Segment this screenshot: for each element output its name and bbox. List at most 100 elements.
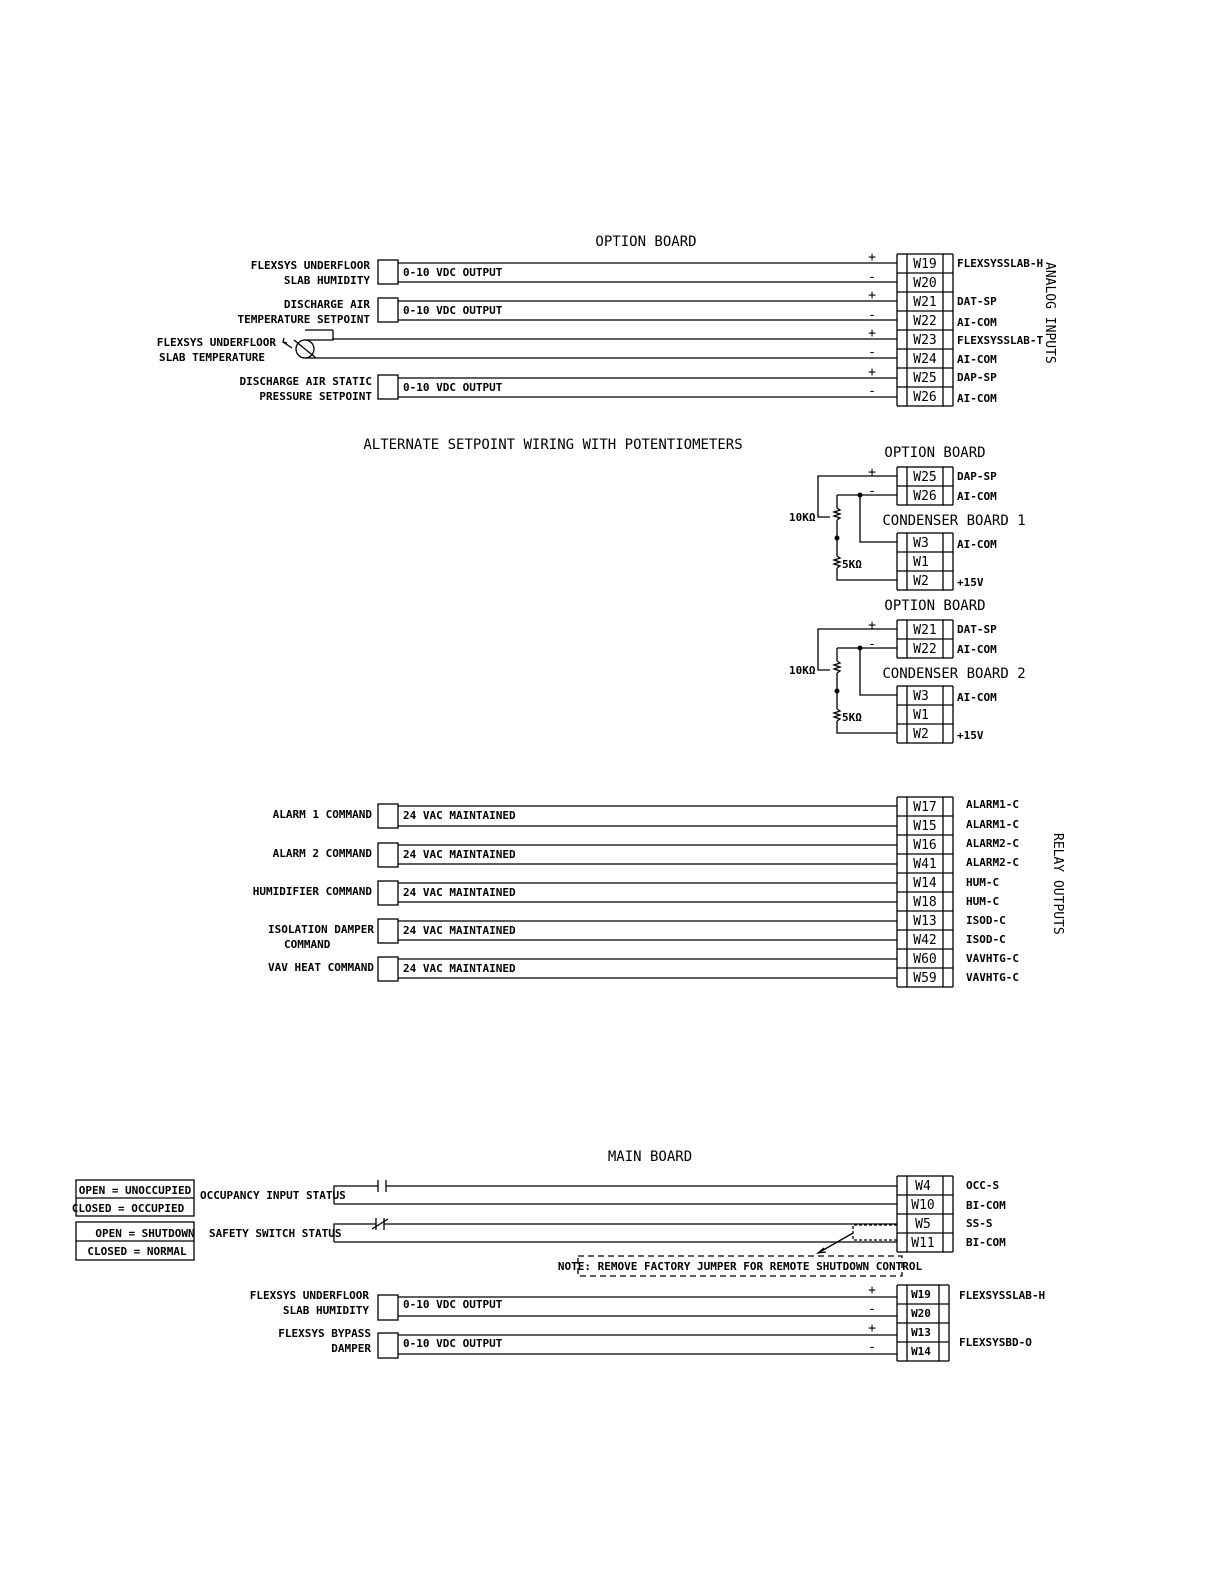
terminal-label: W4 [915, 1179, 931, 1194]
polarity-mark: - [868, 1340, 876, 1355]
condenser-board-title: CONDENSER BOARD 1 [882, 513, 1025, 529]
wire [305, 338, 897, 341]
signal-label: +15V [957, 576, 984, 589]
analog-inputs-side-label: ANALOG INPUTS [1042, 262, 1057, 364]
output-label: 0-10 VDC OUTPUT [403, 266, 503, 279]
alternate-setpoint-section: ALTERNATE SETPOINT WIRING WITH POTENTIOM… [363, 437, 1026, 744]
alternate-title: ALTERNATE SETPOINT WIRING WITH POTENTIOM… [363, 437, 742, 453]
polarity-mark: + [868, 465, 876, 480]
device-terminal-box [377, 297, 399, 323]
signal-label: ALARM2-C [966, 837, 1019, 850]
relay-outputs-side-label: RELAY OUTPUTS [1050, 833, 1065, 935]
terminal-block-alt1 [896, 466, 954, 506]
terminal-label: W21 [913, 623, 936, 638]
polarity-mark: - [868, 637, 876, 652]
terminal-label: W25 [913, 470, 936, 485]
terminal-label: W1 [913, 555, 929, 570]
signal-label: AI-COM [957, 538, 997, 551]
factory-jumper [815, 1224, 897, 1254]
polarity-mark: - [868, 270, 876, 285]
terminal-block-alt2 [896, 619, 954, 659]
terminal-label: W18 [913, 895, 936, 910]
signal-label: DAP-SP [957, 470, 997, 483]
terminal-label: W24 [913, 352, 937, 367]
input-label: OCCUPANCY INPUT STATUS [200, 1189, 346, 1202]
device-label: PRESSURE SETPOINT [259, 390, 372, 403]
signal-label: FLEXSYSSLAB-H [959, 1289, 1045, 1302]
terminal-label: W20 [911, 1307, 931, 1320]
terminal-label: W22 [913, 314, 936, 329]
polarity-mark: - [868, 345, 876, 360]
device-terminal-box [377, 1294, 399, 1321]
legend-open: OPEN = UNOCCUPIED [79, 1184, 192, 1197]
potentiometer-wiring-2 [817, 628, 897, 734]
wire [333, 1223, 376, 1242]
legend-closed: CLOSED = NORMAL [87, 1245, 187, 1258]
signal-label: FLEXSYSSLAB-T [957, 334, 1043, 347]
terminal-label: W41 [913, 857, 936, 872]
condenser-board-title: CONDENSER BOARD 2 [882, 666, 1025, 682]
device-label: DAMPER [331, 1342, 371, 1355]
terminal-block-main-2 [896, 1284, 950, 1362]
terminal-label: W14 [913, 876, 937, 891]
terminal-label: W25 [913, 371, 936, 386]
signal-label: ISOD-C [966, 933, 1006, 946]
terminal-label: W3 [913, 689, 929, 704]
input-label: SAFETY SWITCH STATUS [209, 1227, 341, 1240]
signal-label: ISOD-C [966, 914, 1006, 927]
terminal-label: W22 [913, 642, 936, 657]
terminal-label: W20 [913, 276, 936, 291]
device-label: SLAB HUMIDITY [283, 1304, 369, 1317]
output-label: 24 VAC MAINTAINED [403, 809, 516, 822]
output-label: 0-10 VDC OUTPUT [403, 381, 503, 394]
note-text: NOTE: REMOVE FACTORY JUMPER FOR REMOTE S… [558, 1260, 923, 1273]
output-label: 0-10 VDC OUTPUT [403, 304, 503, 317]
terminal-label: W14 [911, 1345, 931, 1358]
terminal-label: W17 [913, 800, 936, 815]
device-terminal-box [377, 918, 399, 944]
pot-label: 10KΩ [789, 511, 816, 524]
output-label: 0-10 VDC OUTPUT [403, 1298, 503, 1311]
polarity-mark: + [868, 365, 876, 380]
signal-label: AI-COM [957, 691, 997, 704]
signal-label: BI-COM [966, 1236, 1006, 1249]
terminal-label: W5 [915, 1217, 931, 1232]
device-label: DISCHARGE AIR STATIC [240, 375, 372, 388]
legend-safety [75, 1221, 195, 1261]
wire [333, 1185, 378, 1204]
pot-label: 5KΩ [842, 711, 862, 724]
output-label: 24 VAC MAINTAINED [403, 924, 516, 937]
device-label: ISOLATION DAMPER [268, 923, 374, 936]
signal-label: AI-COM [957, 392, 997, 405]
option-board-title: OPTION BOARD [884, 598, 985, 614]
note-box [577, 1255, 903, 1277]
signal-label: VAVHTG-C [966, 971, 1019, 984]
device-terminal-box [377, 374, 399, 400]
device-label: SLAB HUMIDITY [284, 274, 370, 287]
polarity-mark: + [868, 288, 876, 303]
main-board-section: MAIN BOARD OPEN = UNOCCUPIED CLOSED = OC… [72, 1149, 1045, 1362]
polarity-mark: - [868, 1302, 876, 1317]
polarity-mark: + [868, 618, 876, 633]
terminal-label: W26 [913, 489, 936, 504]
signal-label: AI-COM [957, 490, 997, 503]
terminal-label: W15 [913, 819, 936, 834]
polarity-mark: + [868, 1283, 876, 1298]
device-label: FLEXSYS UNDERFLOOR [250, 1289, 370, 1302]
signal-label: SS-S [966, 1217, 993, 1230]
terminal-block-main [896, 1175, 954, 1253]
terminal-label: W1 [913, 708, 929, 723]
output-label: 24 VAC MAINTAINED [403, 886, 516, 899]
potentiometer-wiring-1 [817, 475, 897, 581]
signal-label: OCC-S [966, 1179, 999, 1192]
terminal-label: W16 [913, 838, 936, 853]
option-board-title: OPTION BOARD [595, 234, 696, 250]
legend-open: OPEN = SHUTDOWN [95, 1227, 194, 1240]
device-terminal-box [377, 842, 399, 868]
polarity-mark: + [868, 250, 876, 265]
terminal-label: W42 [913, 933, 936, 948]
device-terminal-box [377, 803, 399, 829]
terminal-label: W60 [913, 952, 936, 967]
device-label: COMMAND [284, 938, 331, 951]
